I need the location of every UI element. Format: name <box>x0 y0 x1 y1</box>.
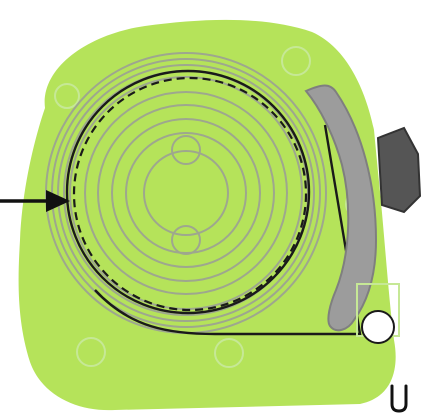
spring-dashed-line <box>72 76 308 312</box>
coil-ring <box>57 64 315 322</box>
ring <box>281 46 311 76</box>
arrow-head <box>46 190 70 212</box>
ring <box>76 337 106 367</box>
tape-hook <box>390 384 408 413</box>
coil-ring <box>84 91 288 295</box>
spring-outline <box>65 69 311 315</box>
coil-ring <box>111 118 261 268</box>
lock-button <box>376 126 422 214</box>
tape-path-line <box>94 124 362 336</box>
pointer-arrow <box>0 190 70 212</box>
hub-ring <box>171 135 201 165</box>
lock-slot <box>304 84 378 332</box>
ring <box>54 83 80 109</box>
hub-ring <box>171 225 201 255</box>
decorative-rings <box>54 46 373 368</box>
coil-ring <box>143 150 229 236</box>
ring <box>214 338 244 368</box>
eyelet <box>361 310 395 344</box>
coil-ring <box>97 104 275 282</box>
